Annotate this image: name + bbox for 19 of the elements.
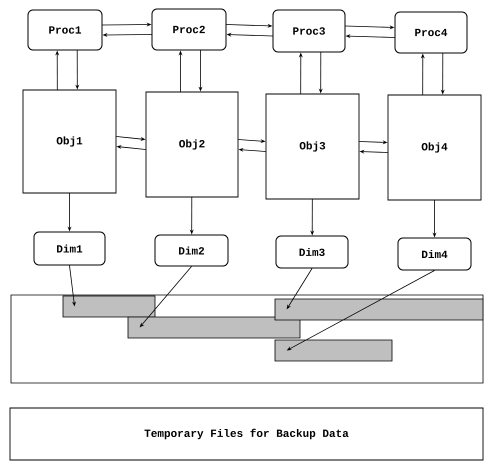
- memory-box: [10, 294, 484, 384]
- object-box: Obj3: [266, 94, 360, 200]
- shaded-bar: [62, 296, 156, 318]
- rounded-box: Proc3: [272, 10, 346, 52]
- shaded-bar: [128, 316, 300, 338]
- label-box: Temporary Files for Backup Data: [10, 408, 484, 460]
- rounded-box: Proc2: [152, 8, 226, 50]
- rounded-box: Proc4: [394, 12, 468, 54]
- shaded-bar: [274, 340, 392, 362]
- leader-arrow: [140, 266, 192, 328]
- rounded-box: Dim3: [276, 236, 348, 268]
- rounded-box: Dim4: [398, 238, 472, 270]
- shaded-bar: [274, 298, 484, 320]
- rounded-box: Dim1: [34, 232, 106, 266]
- object-box: Obj1: [22, 90, 116, 194]
- rounded-box: Dim2: [154, 234, 228, 266]
- object-box: Obj2: [146, 92, 238, 198]
- object-box: Obj4: [388, 94, 482, 200]
- rounded-box: Proc1: [28, 10, 102, 50]
